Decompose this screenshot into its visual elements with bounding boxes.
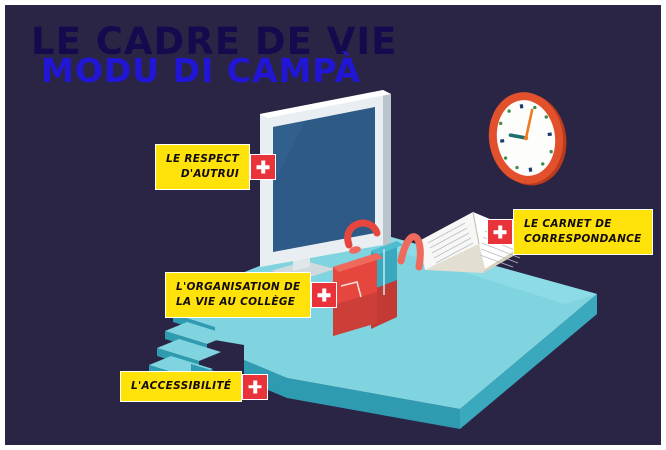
stair-step-3-top (165, 322, 229, 344)
clock-tick-marks (499, 104, 553, 172)
hotspot-le-carnet-de-correspondance[interactable]: LE CARNET DE CORRESPONDANCE (487, 209, 653, 256)
isometric-illustration (149, 90, 597, 429)
plus-icon[interactable] (250, 154, 277, 181)
hotspot-label-line: CORRESPONDANCE (524, 233, 642, 246)
backpack-zipper (340, 281, 362, 298)
book-spine (472, 211, 480, 245)
clock-center-pin (523, 135, 529, 141)
backpack-top-handle (349, 246, 361, 254)
backpack-teal-lower-red (371, 280, 397, 329)
hotspot-label-line: L'ORGANISATION DE (176, 281, 301, 293)
monitor-frame-edge (383, 90, 391, 248)
book-text-lines-left (427, 222, 474, 264)
backpack-body-top (333, 253, 383, 272)
hotspot-laccessibilite[interactable]: L'ACCESSIBILITÉ (120, 371, 269, 403)
monitor-screen-glare (273, 121, 305, 185)
poster-title: LE CADRE DE VIE MODU DI CAMPÀ (31, 23, 397, 87)
backpack-strap-front (397, 233, 424, 271)
poster-canvas: LE RESPECT D'AUTRUI LE CARNET DE CORRESP… (5, 5, 661, 445)
backpack-strap-back (344, 219, 381, 249)
hotspot-label-line: LE CARNET DE (524, 218, 612, 230)
platform-right-side (460, 294, 597, 429)
wall-clock (488, 92, 567, 186)
book-page-edge (425, 244, 485, 273)
plus-icon[interactable] (311, 282, 338, 309)
backpack-body-shadow (333, 292, 377, 336)
hotspot-lorganisation-de-la-vie-au-college[interactable]: L'ORGANISATION DE LA VIE AU COLLÈGE (165, 272, 338, 319)
title-line-french: LE CADRE DE VIE (31, 20, 398, 63)
hotspot-label-accessibilite: L'ACCESSIBILITÉ (120, 371, 243, 403)
stair-step-4-top (157, 339, 221, 361)
platform-bottom-side (287, 378, 460, 429)
hotspot-label-line: LA VIE AU COLLÈGE (176, 296, 296, 309)
hotspot-label-line: D'AUTRUI (180, 168, 240, 181)
clock-hour-hand (508, 133, 528, 140)
hotspot-label-respect: LE RESPECT D'AUTRUI (155, 144, 251, 191)
school-backpack (333, 219, 424, 336)
plus-icon[interactable] (242, 373, 269, 400)
backpack-teal-panel-top (371, 241, 403, 255)
hotspot-label-line: LE RESPECT (166, 153, 240, 165)
book-left-page (419, 212, 479, 270)
hotspot-label-line: L'ACCESSIBILITÉ (131, 380, 232, 392)
plus-icon[interactable] (487, 219, 513, 246)
hotspot-le-respect-dautrui[interactable]: LE RESPECT D'AUTRUI (155, 144, 277, 191)
monitor-frame-top-edge (260, 90, 391, 118)
clock-minute-hand (524, 108, 534, 140)
monitor-screen (273, 107, 375, 252)
hotspot-label-organisation: L'ORGANISATION DE LA VIE AU COLLÈGE (165, 272, 312, 319)
title-line-corsican: MODU DI CAMPÀ (41, 51, 362, 90)
hotspot-label-carnet: LE CARNET DE CORRESPONDANCE (513, 209, 653, 256)
